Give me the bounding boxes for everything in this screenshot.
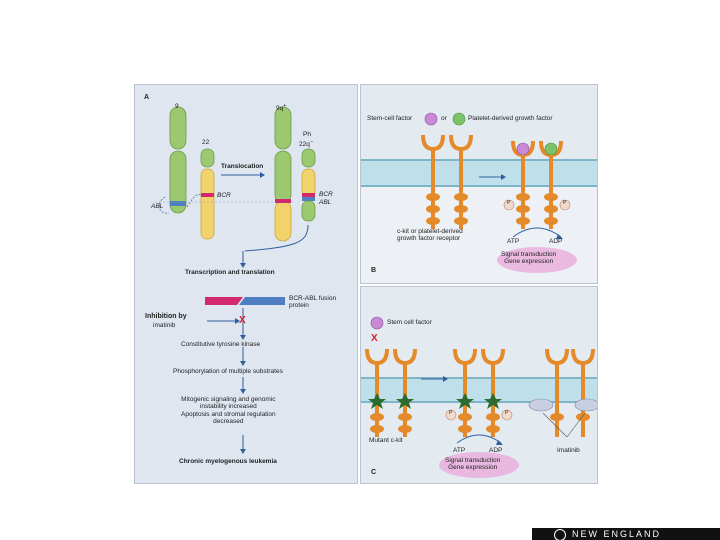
label-adp-c: ADP bbox=[489, 447, 503, 454]
phospho-b-1: P bbox=[507, 200, 511, 206]
stem-cell-factor-ligand-c bbox=[370, 316, 384, 330]
label-atp-c: ATP bbox=[453, 447, 466, 454]
swap-arrow-left bbox=[158, 196, 170, 214]
mutant-receptor-pair bbox=[365, 348, 417, 437]
journal-logo-text: NEW ENGLAND bbox=[572, 529, 662, 539]
imatinib-molecule-1 bbox=[528, 398, 554, 412]
inhibit-x-mark: X bbox=[239, 315, 246, 326]
stem-cell-factor-ligand bbox=[424, 112, 438, 126]
label-chrom-9: 9 bbox=[175, 103, 179, 110]
atp-adp-arrow-b bbox=[512, 227, 562, 238]
cell-membrane bbox=[361, 159, 597, 187]
chromosome-9 bbox=[169, 106, 187, 214]
label-imatinib-a: imatinib bbox=[153, 322, 176, 329]
pdgf-ligand bbox=[452, 112, 466, 126]
label-signal-b: Signal transduction Gene expression bbox=[501, 251, 557, 266]
panel-c-drawing bbox=[361, 316, 597, 478]
panel-a: A 9 22 9q+ Ph 22q− Translocation BCR ABL… bbox=[134, 84, 358, 484]
label-chrom-22q: 22q− bbox=[299, 139, 314, 149]
label-ph: Ph bbox=[303, 131, 311, 138]
label-signal-c: Signal transduction Gene expression bbox=[445, 457, 501, 472]
label-step-signaling: Mitogenic signaling and genomic instabil… bbox=[181, 396, 276, 426]
label-step-kinase: Constitutive tyrosine kinase bbox=[181, 341, 261, 348]
phospho-c-2: P bbox=[505, 410, 509, 416]
label-adp-b: ADP bbox=[549, 238, 563, 245]
phospho-c-1: P bbox=[449, 410, 453, 416]
label-transcription: Transcription and translation bbox=[185, 269, 275, 276]
label-stem-cell-factor-c: Stem cell factor bbox=[387, 319, 432, 326]
receptor-monomer-1 bbox=[421, 134, 445, 229]
signal-glow-c bbox=[439, 452, 519, 478]
signal-glow-b bbox=[497, 247, 577, 273]
label-bcr-right: BCR bbox=[319, 191, 333, 198]
receptor-monomer-2 bbox=[449, 134, 473, 229]
imatinib-bound-dimer bbox=[528, 348, 597, 438]
label-receptor: c-kit or platelet-derived growth factor … bbox=[397, 228, 463, 243]
panel-c-label: C bbox=[371, 469, 377, 476]
panel-b: Stem-cell factor or Platelet-derived gro… bbox=[360, 84, 598, 284]
label-pdgf: Platelet-derived growth factor bbox=[468, 115, 553, 122]
label-abl-left: ABL bbox=[151, 203, 164, 210]
label-abl-right: ABL bbox=[319, 199, 332, 206]
ph-arrow bbox=[244, 224, 309, 252]
philadelphia-chromosome bbox=[301, 148, 316, 222]
label-chrom-9q: 9q+ bbox=[276, 103, 287, 113]
fusion-protein-bar bbox=[205, 297, 285, 305]
phospho-b-2: P bbox=[563, 200, 567, 206]
chromosome-22 bbox=[200, 148, 215, 240]
swap-arrow-mid bbox=[186, 194, 202, 208]
label-stem-cell-factor-b: Stem-cell factor bbox=[367, 115, 413, 122]
label-imatinib-c: Imatinib bbox=[557, 447, 580, 454]
label-step-phosphorylation: Phosphorylation of multiple substrates bbox=[173, 368, 283, 375]
label-fusion-protein: BCR-ABL fusion protein bbox=[289, 295, 337, 310]
mutant-dimer-active bbox=[445, 348, 513, 437]
label-translocation: Translocation bbox=[221, 163, 264, 170]
imatinib-molecule-2 bbox=[574, 398, 597, 412]
receptor-dimer-b bbox=[503, 140, 571, 229]
panel-c: Stem cell factor X P P Mutant c-kit ATP … bbox=[360, 286, 598, 484]
journal-seal-icon bbox=[554, 528, 566, 540]
panel-b-label: B bbox=[371, 267, 377, 274]
label-inhibition: Inhibition by bbox=[145, 313, 187, 320]
inhibit-x-mark-c: X bbox=[371, 333, 378, 344]
journal-logo: NEW ENGLAND bbox=[532, 528, 720, 540]
label-cml: Chronic myelogenous leukemia bbox=[179, 458, 277, 465]
label-or: or bbox=[441, 115, 447, 122]
label-chrom-22: 22 bbox=[202, 139, 210, 146]
label-bcr-left: BCR bbox=[217, 192, 231, 199]
panel-a-label: A bbox=[144, 94, 150, 101]
atp-adp-arrow-c bbox=[456, 434, 502, 444]
panel-a-drawing bbox=[155, 106, 316, 454]
label-mutant-ckit: Mutant c-kit bbox=[369, 437, 403, 444]
label-atp-b: ATP bbox=[507, 238, 520, 245]
chromosome-9q-plus bbox=[274, 106, 292, 242]
panel-b-drawing bbox=[361, 112, 597, 283]
